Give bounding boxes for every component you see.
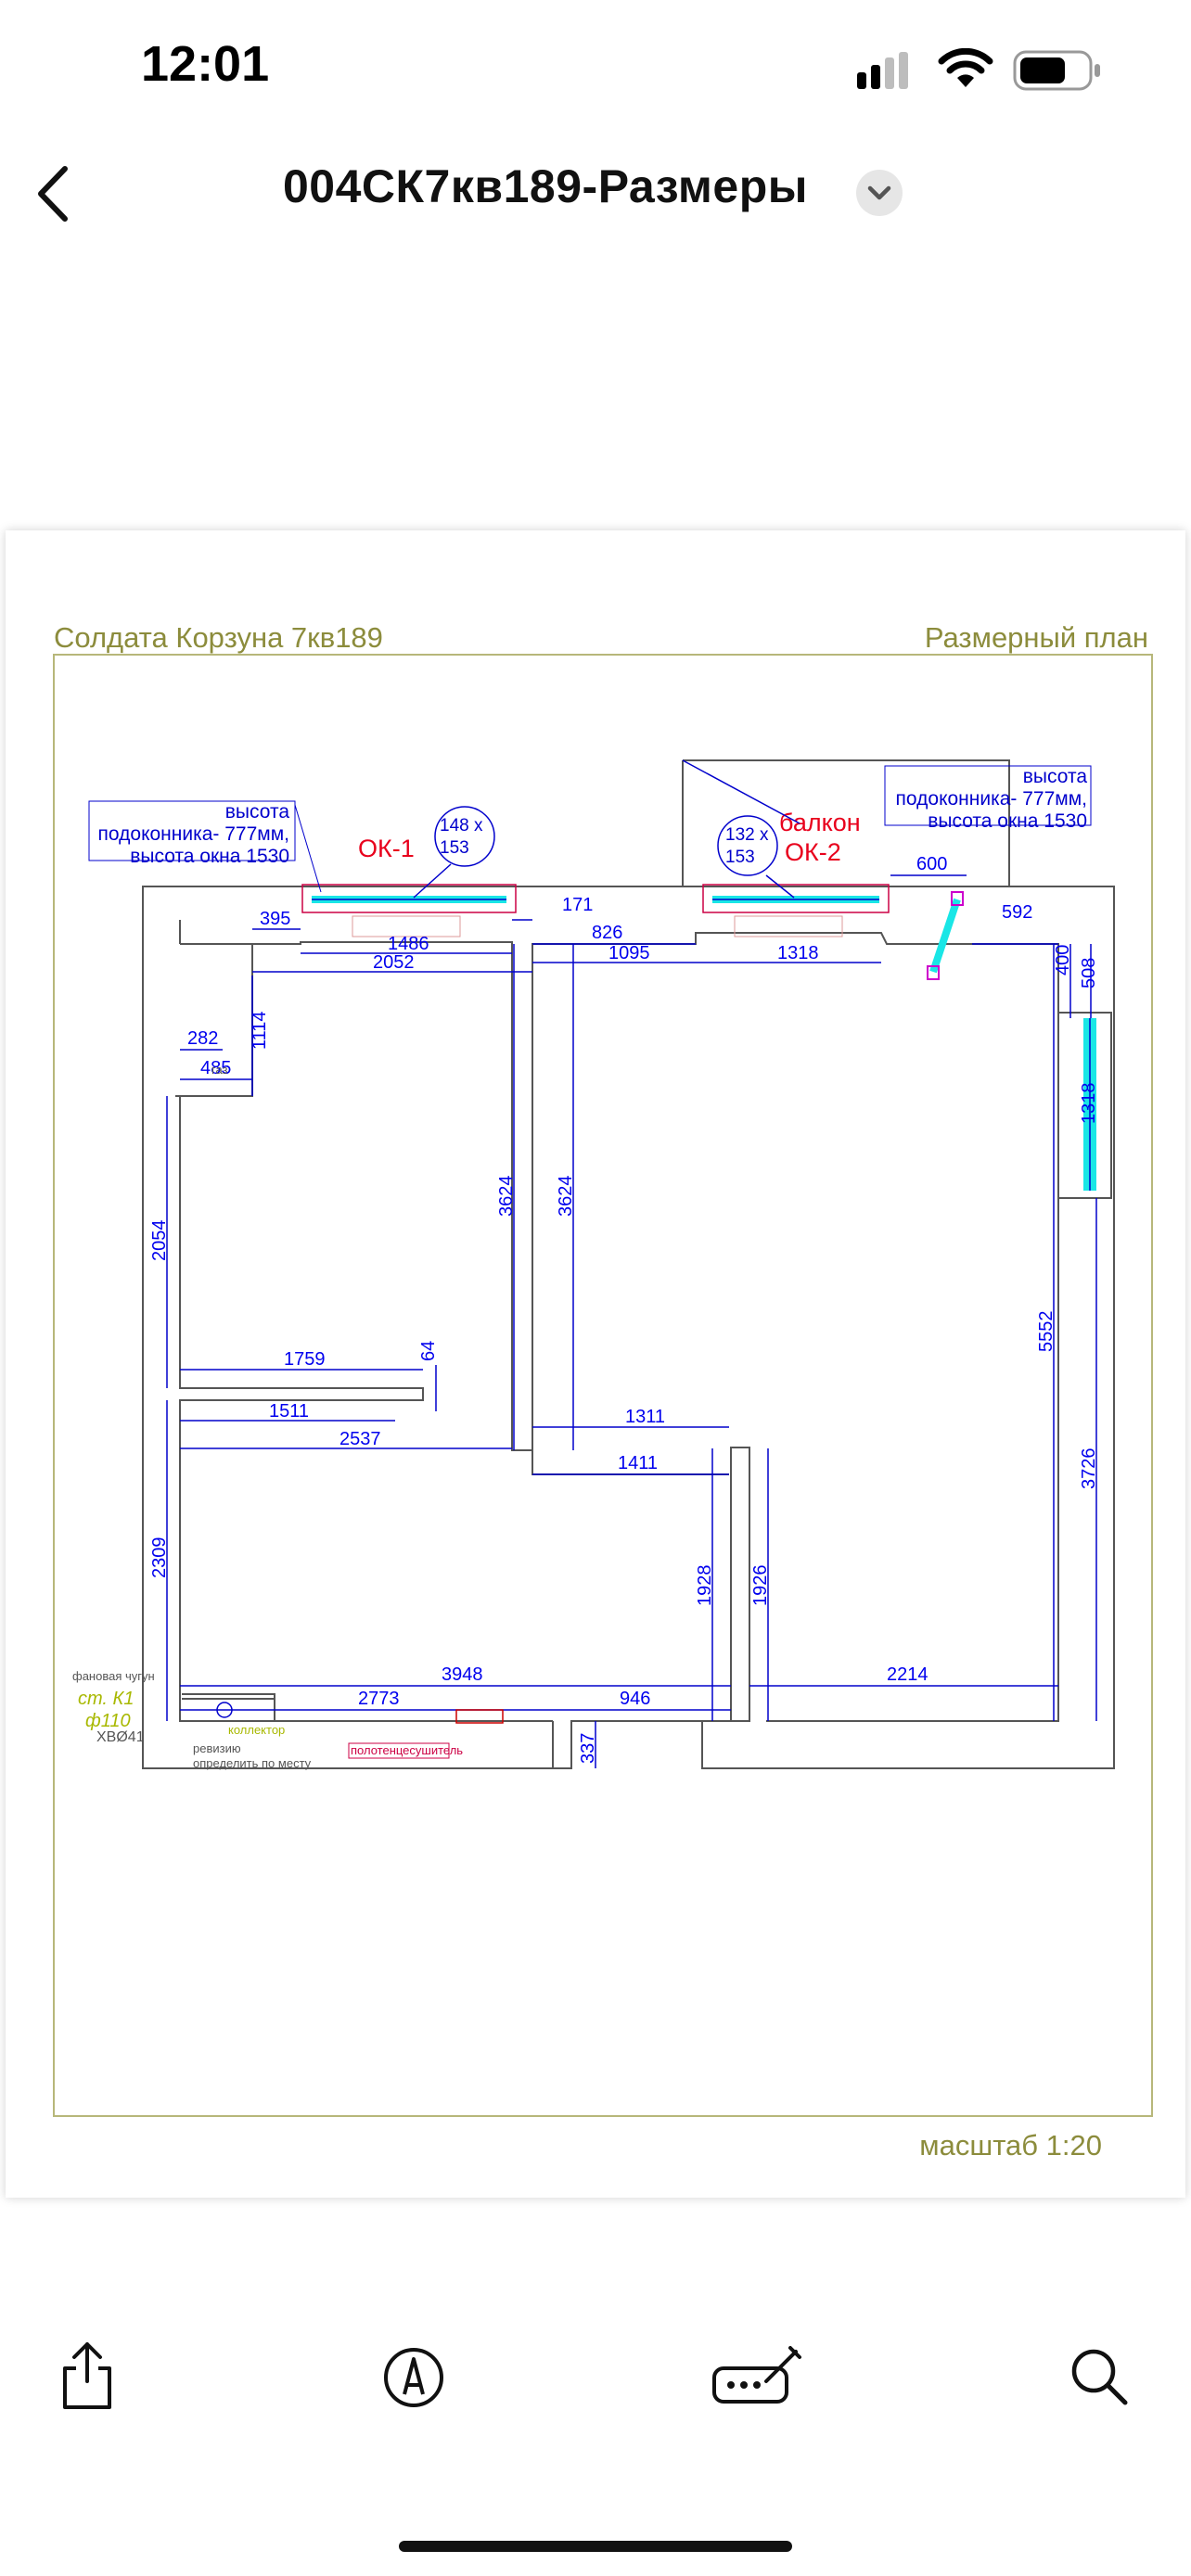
dim-1511: 1511 — [269, 1401, 309, 1422]
document-page[interactable]: Солдата Корзуна 7кв189 Размерный план ма… — [6, 530, 1185, 2198]
window-right — [1083, 1018, 1096, 1191]
dim-3624-left: 3624 — [496, 1176, 517, 1218]
dim-5552: 5552 — [1036, 1311, 1057, 1353]
sill-note2-line1: высота — [1023, 766, 1088, 787]
dim-485: 485 — [200, 1058, 231, 1078]
dim-395: 395 — [260, 909, 290, 929]
collector-label: коллектор — [228, 1723, 285, 1737]
sheet-header-left: Солдата Корзуна 7кв189 — [54, 621, 383, 654]
dim-1411: 1411 — [618, 1453, 658, 1473]
title-menu-chevron-down-icon[interactable] — [855, 169, 903, 217]
dim-2214: 2214 — [887, 1664, 928, 1685]
dim-3948: 3948 — [442, 1664, 483, 1685]
dim-508: 508 — [1079, 958, 1099, 988]
search-icon[interactable] — [1069, 2346, 1130, 2407]
sheet-frame — [53, 654, 1153, 2117]
dim-2309: 2309 — [149, 1537, 170, 1579]
balcony-label: балкон — [779, 809, 861, 836]
sill-notes: высота подоконника- 777мм, высота окна 1… — [88, 759, 1092, 893]
revision-label-2: определить по месту — [193, 1756, 312, 1770]
dim-2537: 2537 — [339, 1429, 381, 1449]
sill-note1-line1: высота — [225, 801, 290, 823]
ok2-size-line2: 153 — [725, 848, 755, 867]
window-ok1 — [301, 884, 517, 937]
dim-1928: 1928 — [695, 1565, 715, 1607]
dim-1311: 1311 — [625, 1407, 665, 1427]
window-label-ok1: ОК-1 — [358, 835, 415, 862]
bottom-toolbar — [0, 2318, 1191, 2429]
battery-icon — [1013, 50, 1100, 91]
dim-2054: 2054 — [149, 1220, 170, 1262]
dim-3624-right: 3624 — [556, 1176, 576, 1218]
d110-label: ф110 — [85, 1711, 131, 1731]
window-ok2 — [702, 884, 890, 937]
dim-1486: 1486 — [388, 934, 429, 954]
sheet-header-right: Размерный план — [925, 621, 1148, 654]
sill-note1-line3: высота окна 1530 — [130, 846, 289, 867]
towel-dryer-label: полотенцесушитель — [351, 1743, 463, 1757]
dim-282: 282 — [187, 1028, 218, 1049]
status-bar: 12:01 — [0, 0, 1191, 139]
ok1-size-line1: 148 x — [440, 816, 483, 835]
dim-1318-vertical: 1318 — [1079, 1083, 1099, 1125]
revision-label-1: ревизию — [193, 1741, 241, 1755]
dim-2052: 2052 — [373, 952, 415, 973]
dim-946: 946 — [620, 1689, 650, 1709]
dimension-texts: 395 1486 2052 171 826 1095 1318 600 592 … — [149, 854, 1099, 1764]
balcony-door — [927, 891, 964, 980]
dim-3726: 3726 — [1079, 1448, 1099, 1490]
home-indicator[interactable] — [399, 2541, 792, 2552]
markup-pen-icon[interactable] — [382, 2346, 445, 2409]
window-size-bubbles: 148 x 153 132 x 153 — [413, 806, 795, 899]
dimension-lines — [166, 874, 1097, 1768]
document-title[interactable]: 004СК7кв189-Размеры — [283, 160, 808, 212]
share-icon[interactable] — [58, 2340, 117, 2411]
sill-note1-line2: подоконника- 777мм, — [98, 823, 289, 845]
dim-337: 337 — [578, 1733, 598, 1764]
dim-592: 592 — [1002, 902, 1032, 923]
dim-1095: 1095 — [608, 943, 650, 963]
window-label-ok2: ОК-2 — [785, 838, 841, 866]
navigation-bar — [0, 139, 1191, 250]
wifi-icon — [938, 48, 993, 87]
signature-icon[interactable] — [711, 2344, 803, 2407]
sill-note2-line3: высота окна 1530 — [928, 810, 1087, 832]
dim-1759: 1759 — [284, 1349, 326, 1370]
dim-826: 826 — [592, 923, 622, 943]
dim-1926: 1926 — [750, 1565, 771, 1607]
dim-400: 400 — [1053, 945, 1073, 976]
cellular-signal-icon — [857, 52, 908, 89]
k1-label: ст. К1 — [78, 1689, 134, 1709]
dim-1114: 1114 — [250, 1011, 270, 1050]
sill-note2-line2: подоконника- 777мм, — [896, 788, 1087, 810]
gas-label: газ — [211, 1063, 228, 1077]
back-chevron-icon[interactable] — [33, 163, 70, 224]
dim-600: 600 — [916, 854, 947, 874]
dim-1318: 1318 — [777, 943, 819, 963]
floor-plan-drawing: Солдата Корзуна 7кв189 Размерный план ма… — [53, 621, 1153, 2162]
utility-labels: газ фановая чугун ст. К1 ф110 ХВØ41 колл… — [72, 1063, 504, 1770]
dim-64: 64 — [418, 1341, 439, 1361]
ok1-size-line2: 153 — [440, 838, 469, 858]
sheet-scale: масштаб 1:20 — [919, 2129, 1102, 2162]
xvo-label: ХВØ41 — [96, 1729, 145, 1745]
dim-171: 171 — [562, 895, 593, 915]
dim-2773: 2773 — [358, 1689, 400, 1709]
window-labels: ОК-1 ОК-2 балкон — [358, 809, 861, 866]
status-time: 12:01 — [141, 36, 270, 92]
ok2-size-line1: 132 x — [725, 825, 769, 845]
fan-pipe-label: фановая чугун — [72, 1669, 155, 1683]
